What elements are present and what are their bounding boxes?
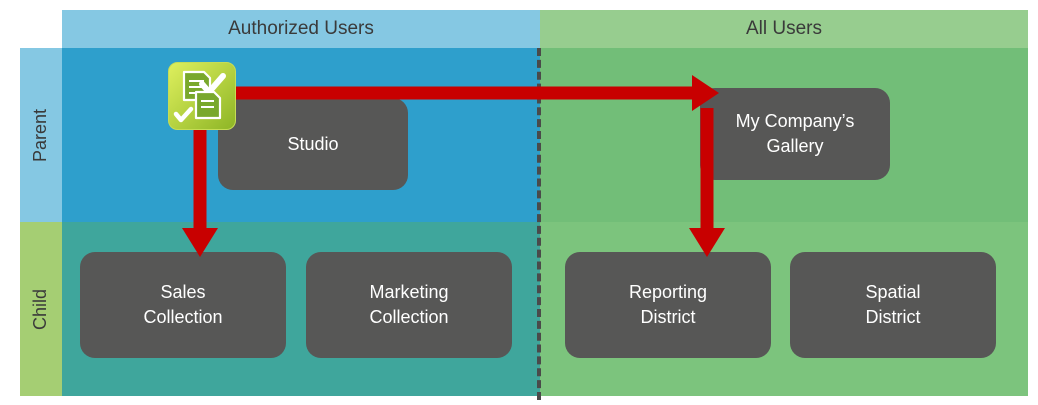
dashed-divider	[537, 48, 541, 400]
column-header-authorized-users: Authorized Users	[62, 10, 540, 48]
node-sales-collection: Sales Collection	[80, 252, 286, 358]
row-label-child-text: Child	[30, 288, 51, 330]
checked-scripts-icon	[168, 62, 236, 130]
node-spatial-district: Spatial District	[790, 252, 996, 358]
node-spatial-line2: District	[865, 307, 921, 327]
row-label-parent-text: Parent	[30, 108, 51, 162]
node-reporting-line1: Reporting	[628, 282, 708, 302]
node-marketing-line1: Marketing	[369, 282, 449, 302]
node-my-companys-gallery: My Company’s Gallery	[700, 88, 890, 180]
node-studio: Studio	[218, 98, 408, 190]
row-label-parent: Parent	[20, 48, 62, 222]
column-header-all-users: All Users	[540, 10, 1028, 48]
node-spatial-line1: Spatial	[865, 282, 921, 302]
node-sales-line2: Collection	[143, 307, 223, 327]
node-reporting-district: Reporting District	[565, 252, 771, 358]
node-gallery-line1: My Company’s	[735, 111, 855, 131]
node-marketing-collection: Marketing Collection	[306, 252, 512, 358]
row-label-child: Child	[20, 222, 62, 396]
node-gallery-line2: Gallery	[766, 136, 824, 156]
node-studio-label: Studio	[287, 133, 339, 154]
node-sales-line1: Sales	[160, 282, 206, 302]
node-reporting-line2: District	[640, 307, 696, 327]
node-marketing-line2: Collection	[369, 307, 449, 327]
column-header-all-users-label: All Users	[745, 18, 822, 39]
column-header-authorized-users-label: Authorized Users	[228, 18, 374, 39]
